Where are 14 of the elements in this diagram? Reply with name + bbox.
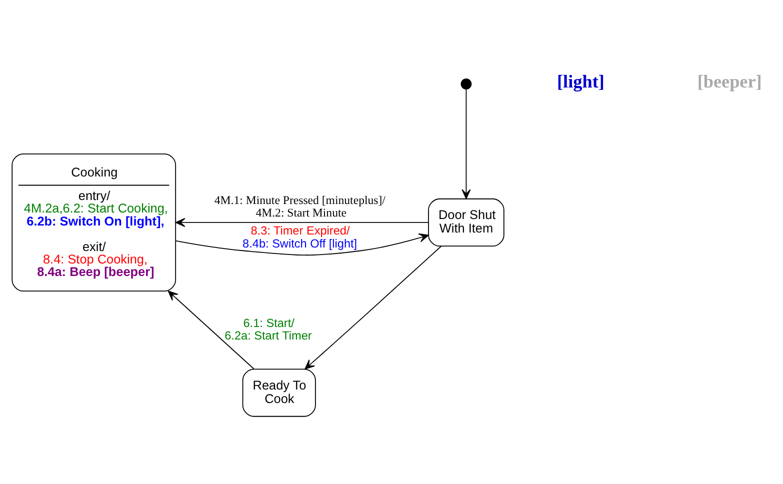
edge-label: 4M.1: Minute Pressed [minuteplus]/ 4M.2: Start Minute (214, 192, 386, 220)
node-box: Door Shut With Item (428, 198, 504, 247)
arrow (175, 218, 429, 228)
edge-label: 6.1: Start/ 6.2a: Start Timer (224, 316, 312, 343)
arrow (462, 88, 471, 200)
arrow (304, 246, 442, 370)
label: [light] (557, 72, 604, 92)
edge-label: 8.3: Timer Expired/ 8.4b: Switch Off [light] (242, 224, 358, 250)
label: [beeper] (697, 72, 762, 92)
node-box: Cooking entry/ 4M.2a,6.2: Start Cooking, 6.2b: Switch On [light], exit/ 8.4: Stop Cooking, 8.4a: Beep [beeper] (12, 153, 176, 292)
node-circle (460, 78, 472, 90)
arrow (175, 233, 429, 256)
arrow (168, 290, 254, 370)
node-box: Ready To Cook (242, 368, 316, 417)
